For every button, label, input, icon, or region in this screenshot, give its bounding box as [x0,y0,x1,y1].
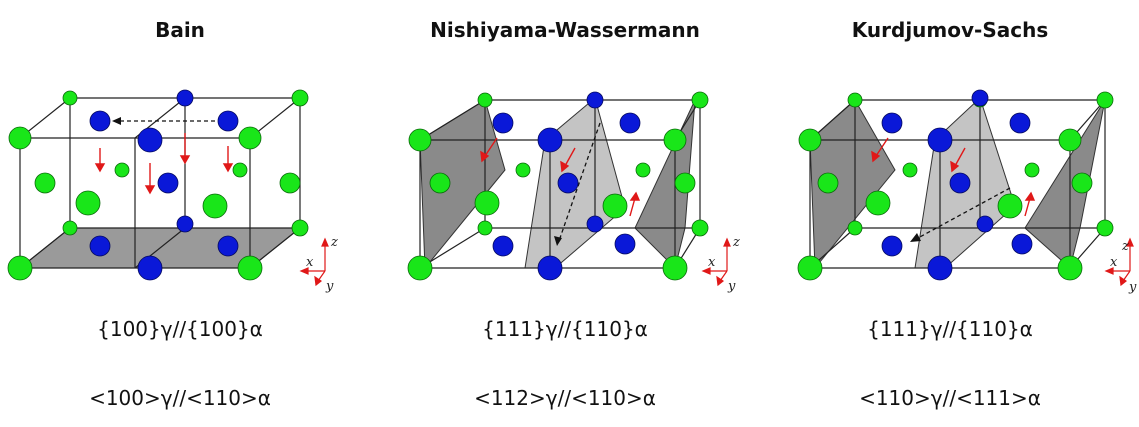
axis-z-label: z [1121,239,1129,254]
dashed-arrow-head [910,233,921,242]
axis-y-label: y [1128,280,1137,295]
panel-title: Bain [155,18,205,42]
axis-z-label: z [330,235,338,250]
direction-relation: <112>γ//<110>α [474,386,656,410]
direction-relation: <100>γ//<110>α [89,386,271,410]
red-arrows [480,137,641,217]
direction-relation: <110>γ//<111>α [859,386,1041,410]
bcc-atoms [881,89,1033,281]
bain-lattice-diagram: z x y [7,89,338,294]
panel-title: Nishiyama-Wassermann [430,18,700,42]
plane-relation: {111}γ//{110}α [482,317,648,341]
panel-bain: Bain [0,0,360,427]
plane-relation: {111}γ//{110}α [867,317,1033,341]
axes-triad [701,237,731,287]
fcc-atoms [797,91,1114,281]
ks-lattice-diagram: z x y [797,89,1137,295]
axes-triad [1104,237,1134,287]
red-arrows [871,137,1036,217]
axis-x-label: x [1110,255,1118,270]
panel-nishiyama-wassermann: Nishiyama-Wassermann [385,0,745,427]
axis-z-label: z [732,235,740,250]
panel-kurdjumov-sachs: Kurdjumov-Sachs [770,0,1137,427]
axis-x-label: x [708,255,716,270]
bcc-atoms [89,89,239,281]
ks-plane-right [1024,99,1106,269]
plane-relation: {100}γ//{100}α [97,317,263,341]
panel-title: Kurdjumov-Sachs [851,18,1049,42]
dashed-arrow [559,122,601,239]
red-arrows [94,133,234,195]
dashed-arrow-head [554,236,562,246]
axis-y-label: y [727,279,736,294]
axis-y-label: y [325,279,334,294]
axes-triad [299,237,329,287]
nw-lattice-diagram: z x y [407,91,740,294]
bcc-atoms [492,91,641,281]
axis-x-label: x [306,255,314,270]
dashed-arrow-head [112,117,121,125]
dashed-arrow [917,187,1011,239]
